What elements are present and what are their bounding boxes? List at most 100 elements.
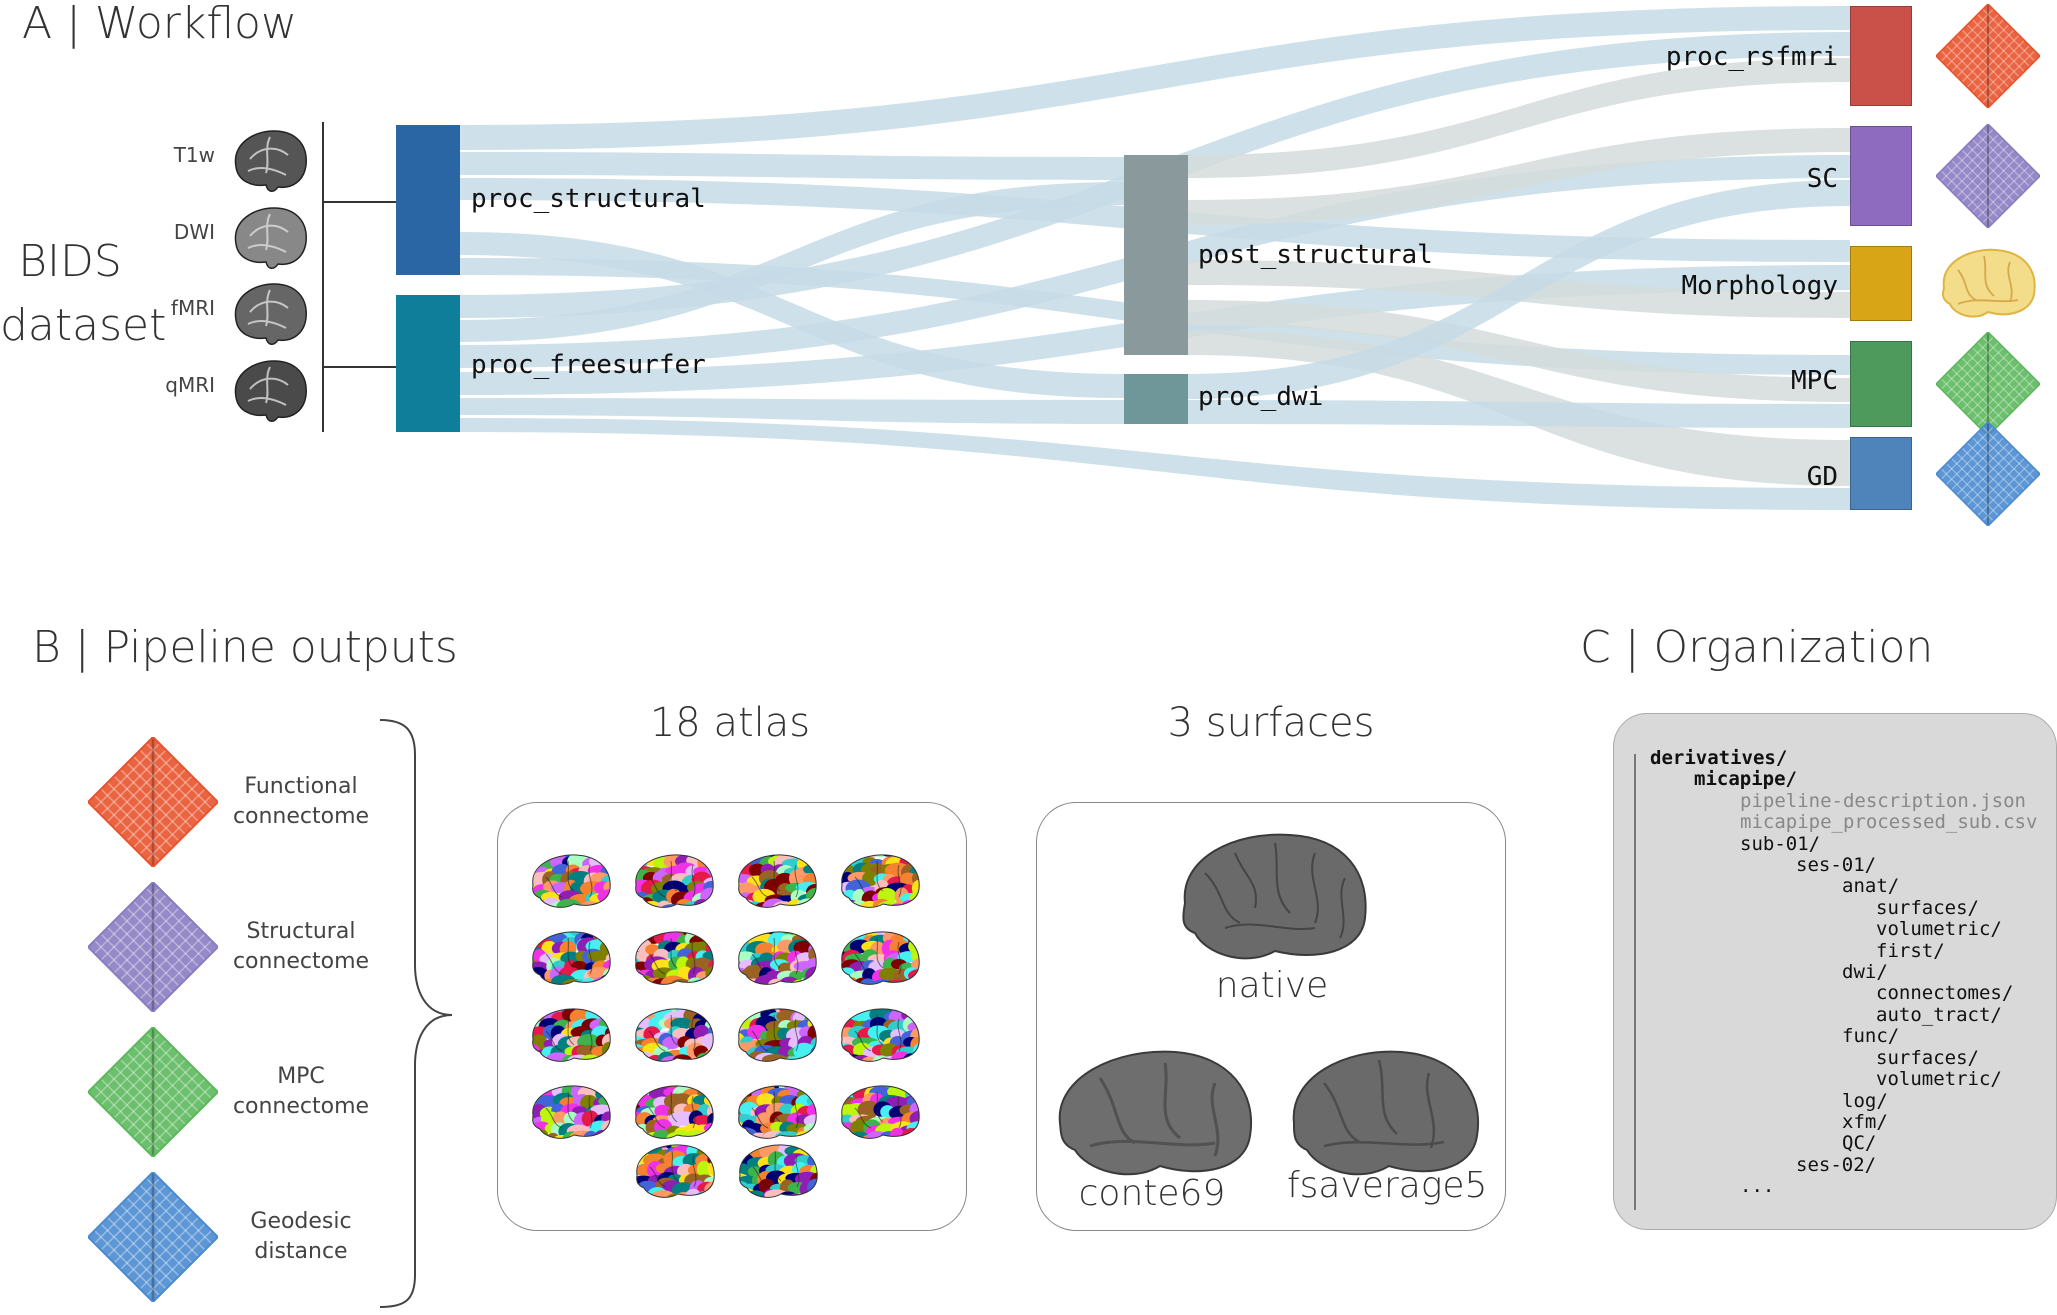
modality-label: T1w [173, 143, 215, 167]
tree-entry[interactable]: ses-01/ [1650, 854, 2037, 876]
output-node-label: MPC [1791, 366, 1838, 396]
brain-sagittal-t1w-icon [234, 130, 307, 192]
tree-entry-text: first/ [1876, 939, 1945, 962]
output-node-label: Morphology [1681, 271, 1838, 301]
output-node[interactable] [1850, 437, 1912, 510]
surfaces-title: 3 surfaces [1167, 700, 1375, 746]
parcellated-brain-icon [841, 1008, 920, 1062]
node-proc-freesurfer-label: proc_freesurfer [471, 350, 706, 380]
tree-entry[interactable]: QC/ [1650, 1133, 2037, 1154]
directory-tree-box: derivatives/micapipe/pipeline-descriptio… [1613, 713, 2057, 1230]
sankey-flow [460, 152, 1124, 180]
connectome-label: Functional connectome [221, 772, 381, 832]
sankey-flow [1188, 180, 1850, 399]
parcellated-brain-icon [636, 1144, 715, 1198]
structural-matrix-icon [1936, 124, 2040, 228]
parcellated-brain-icon [841, 931, 920, 985]
tree-guide-line [1634, 754, 1636, 1210]
connectome-label-line: Structural [246, 919, 356, 944]
sankey-flow [460, 6, 1850, 150]
modality-label: DWI [173, 220, 215, 244]
structural-connectome-icon [88, 882, 218, 1012]
tree-entry[interactable]: volumetric/ [1650, 1068, 2037, 1090]
tree-entry[interactable]: xfm/ [1650, 1111, 2037, 1133]
connectome-label: Structural connectome [221, 917, 381, 977]
output-node[interactable] [1850, 246, 1912, 321]
parcellated-brain-icon [841, 1085, 920, 1139]
output-node-label: SC [1806, 164, 1838, 194]
tree-entry-text: derivatives/ [1650, 747, 1788, 769]
parcellated-brain-icon [532, 931, 611, 985]
connectome-label-line: connectome [232, 804, 370, 829]
surface-label-fsaverage5: fsaverage5 [1287, 1165, 1488, 1206]
node-proc-structural[interactable] [396, 125, 460, 275]
sankey-flow [460, 398, 1124, 424]
output-node-label: proc_rsfmri [1665, 42, 1838, 72]
tree-entry[interactable]: volumetric/ [1650, 919, 2037, 940]
parcellated-brain-icon [738, 854, 817, 908]
geodesic-distance-icon [88, 1172, 218, 1302]
tree-entry[interactable]: surfaces/ [1650, 1047, 2037, 1069]
brain-surface-conte69-icon [1058, 1050, 1253, 1176]
mpc-connectome-icon [88, 1027, 218, 1157]
surfaces-box: native conte69 fsaverage5 [1036, 802, 1506, 1231]
output-node[interactable] [1850, 341, 1912, 427]
tree-entry[interactable]: micapipe/ [1650, 769, 2037, 790]
output-node[interactable] [1850, 6, 1912, 106]
panel-a-title: A | Workflow [22, 0, 297, 49]
node-proc-freesurfer[interactable] [396, 295, 460, 432]
node-post-structural[interactable] [1124, 155, 1188, 355]
morphology-brain-icon [1941, 248, 2036, 318]
brain-sagittal-qmri-icon [234, 360, 307, 422]
tree-entry[interactable]: dwi/ [1650, 961, 2037, 983]
output-node-label: GD [1806, 462, 1838, 492]
parcellated-brain-icon [532, 854, 611, 908]
sankey-flow [460, 182, 1124, 342]
tree-entry[interactable]: func/ [1650, 1026, 2037, 1047]
parcellated-brain-icon [738, 931, 817, 985]
tree-entry-text: connectomes/ [1876, 982, 2014, 1005]
sankey-flow [1188, 128, 1850, 225]
mpc-matrix-icon [1936, 332, 2040, 436]
functional-connectome-icon [88, 737, 218, 867]
parcellated-brain-icon [532, 1008, 611, 1062]
connectome-label-line: distance [254, 1239, 348, 1264]
brain-sagittal-fmri-icon [234, 283, 307, 345]
panel-c-title: C | Organization [1580, 622, 1934, 673]
modality-bracket [322, 122, 396, 432]
tree-entry[interactable]: connectomes/ [1650, 983, 2037, 1004]
tree-entry[interactable]: surfaces/ [1650, 897, 2037, 919]
tree-entry[interactable]: log/ [1650, 1090, 2037, 1112]
directory-tree: derivatives/micapipe/pipeline-descriptio… [1650, 747, 2037, 1198]
tree-entry[interactable]: ... [1650, 1175, 2037, 1197]
atlas-box [497, 802, 967, 1231]
parcellated-brain-icon [635, 931, 714, 985]
node-proc-dwi[interactable] [1124, 374, 1188, 424]
tree-entry-text: micapipe/ [1694, 768, 1797, 791]
connectome-label-line: connectome [232, 1094, 370, 1119]
tree-entry-text: ses-02/ [1796, 1153, 1877, 1176]
output-node[interactable] [1850, 126, 1912, 226]
surface-label-conte69: conte69 [1078, 1173, 1226, 1214]
tree-entry[interactable]: ses-02/ [1650, 1153, 2037, 1176]
tree-entry[interactable]: sub-01/ [1650, 833, 2037, 855]
tree-entry[interactable]: derivatives/ [1650, 747, 2037, 769]
parcellated-brain-icon [635, 854, 714, 908]
sankey-flow [1188, 58, 1850, 178]
parcellated-brain-icon [738, 1008, 817, 1062]
connectome-label-line: Functional [244, 774, 358, 799]
tree-entry[interactable]: anat/ [1650, 876, 2037, 897]
tree-entry-text: QC/ [1842, 1132, 1877, 1155]
tree-entry[interactable]: first/ [1650, 939, 2037, 962]
sankey-flow [460, 232, 1124, 398]
tree-entry[interactable]: pipeline-description.json [1650, 790, 2037, 812]
brain-surface-native-icon [1182, 833, 1367, 960]
connectome-label-line: connectome [232, 949, 370, 974]
sankey-flow [460, 418, 1850, 510]
tree-entry[interactable]: auto_tract/ [1650, 1004, 2037, 1026]
atlas-title: 18 atlas [649, 700, 811, 746]
tree-entry[interactable]: micapipe_processed_sub.csv [1650, 812, 2037, 833]
functional-matrix-icon [1936, 4, 2040, 108]
